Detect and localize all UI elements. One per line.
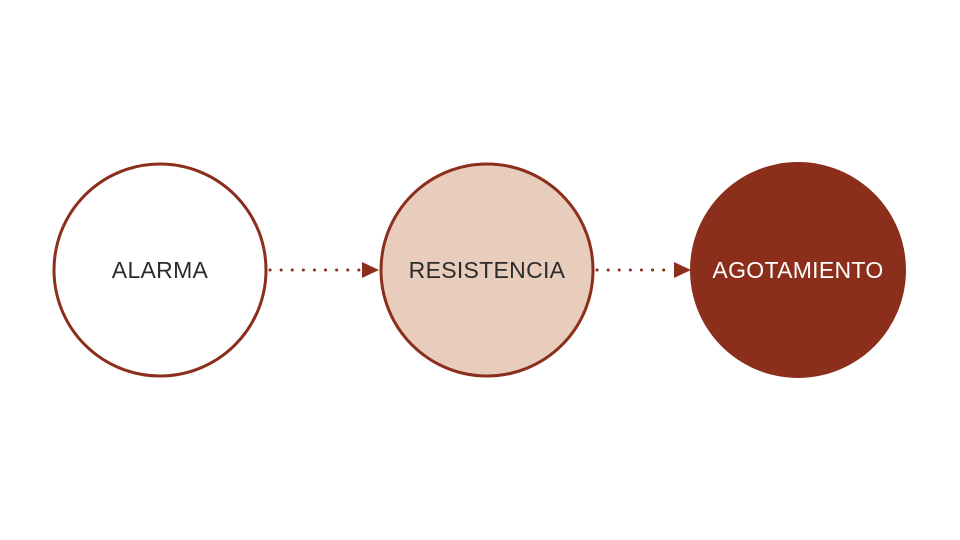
stage-alarma: ALARMA	[52, 162, 268, 378]
stage-agotamiento: AGOTAMIENTO	[690, 162, 906, 378]
stage-circle	[379, 162, 595, 378]
arrowhead-icon	[674, 262, 691, 278]
connector-alarma-resistencia	[268, 262, 379, 278]
connector-resistencia-agotamiento	[595, 262, 691, 278]
arrowhead-icon	[362, 262, 379, 278]
stage-circle	[52, 162, 268, 378]
stage-label-agotamiento: AGOTAMIENTO	[712, 257, 883, 283]
stage-label-alarma: ALARMA	[112, 257, 209, 283]
stage-circle	[690, 162, 906, 378]
stage-label-resistencia: RESISTENCIA	[409, 257, 566, 283]
stage-resistencia: RESISTENCIA	[379, 162, 595, 378]
